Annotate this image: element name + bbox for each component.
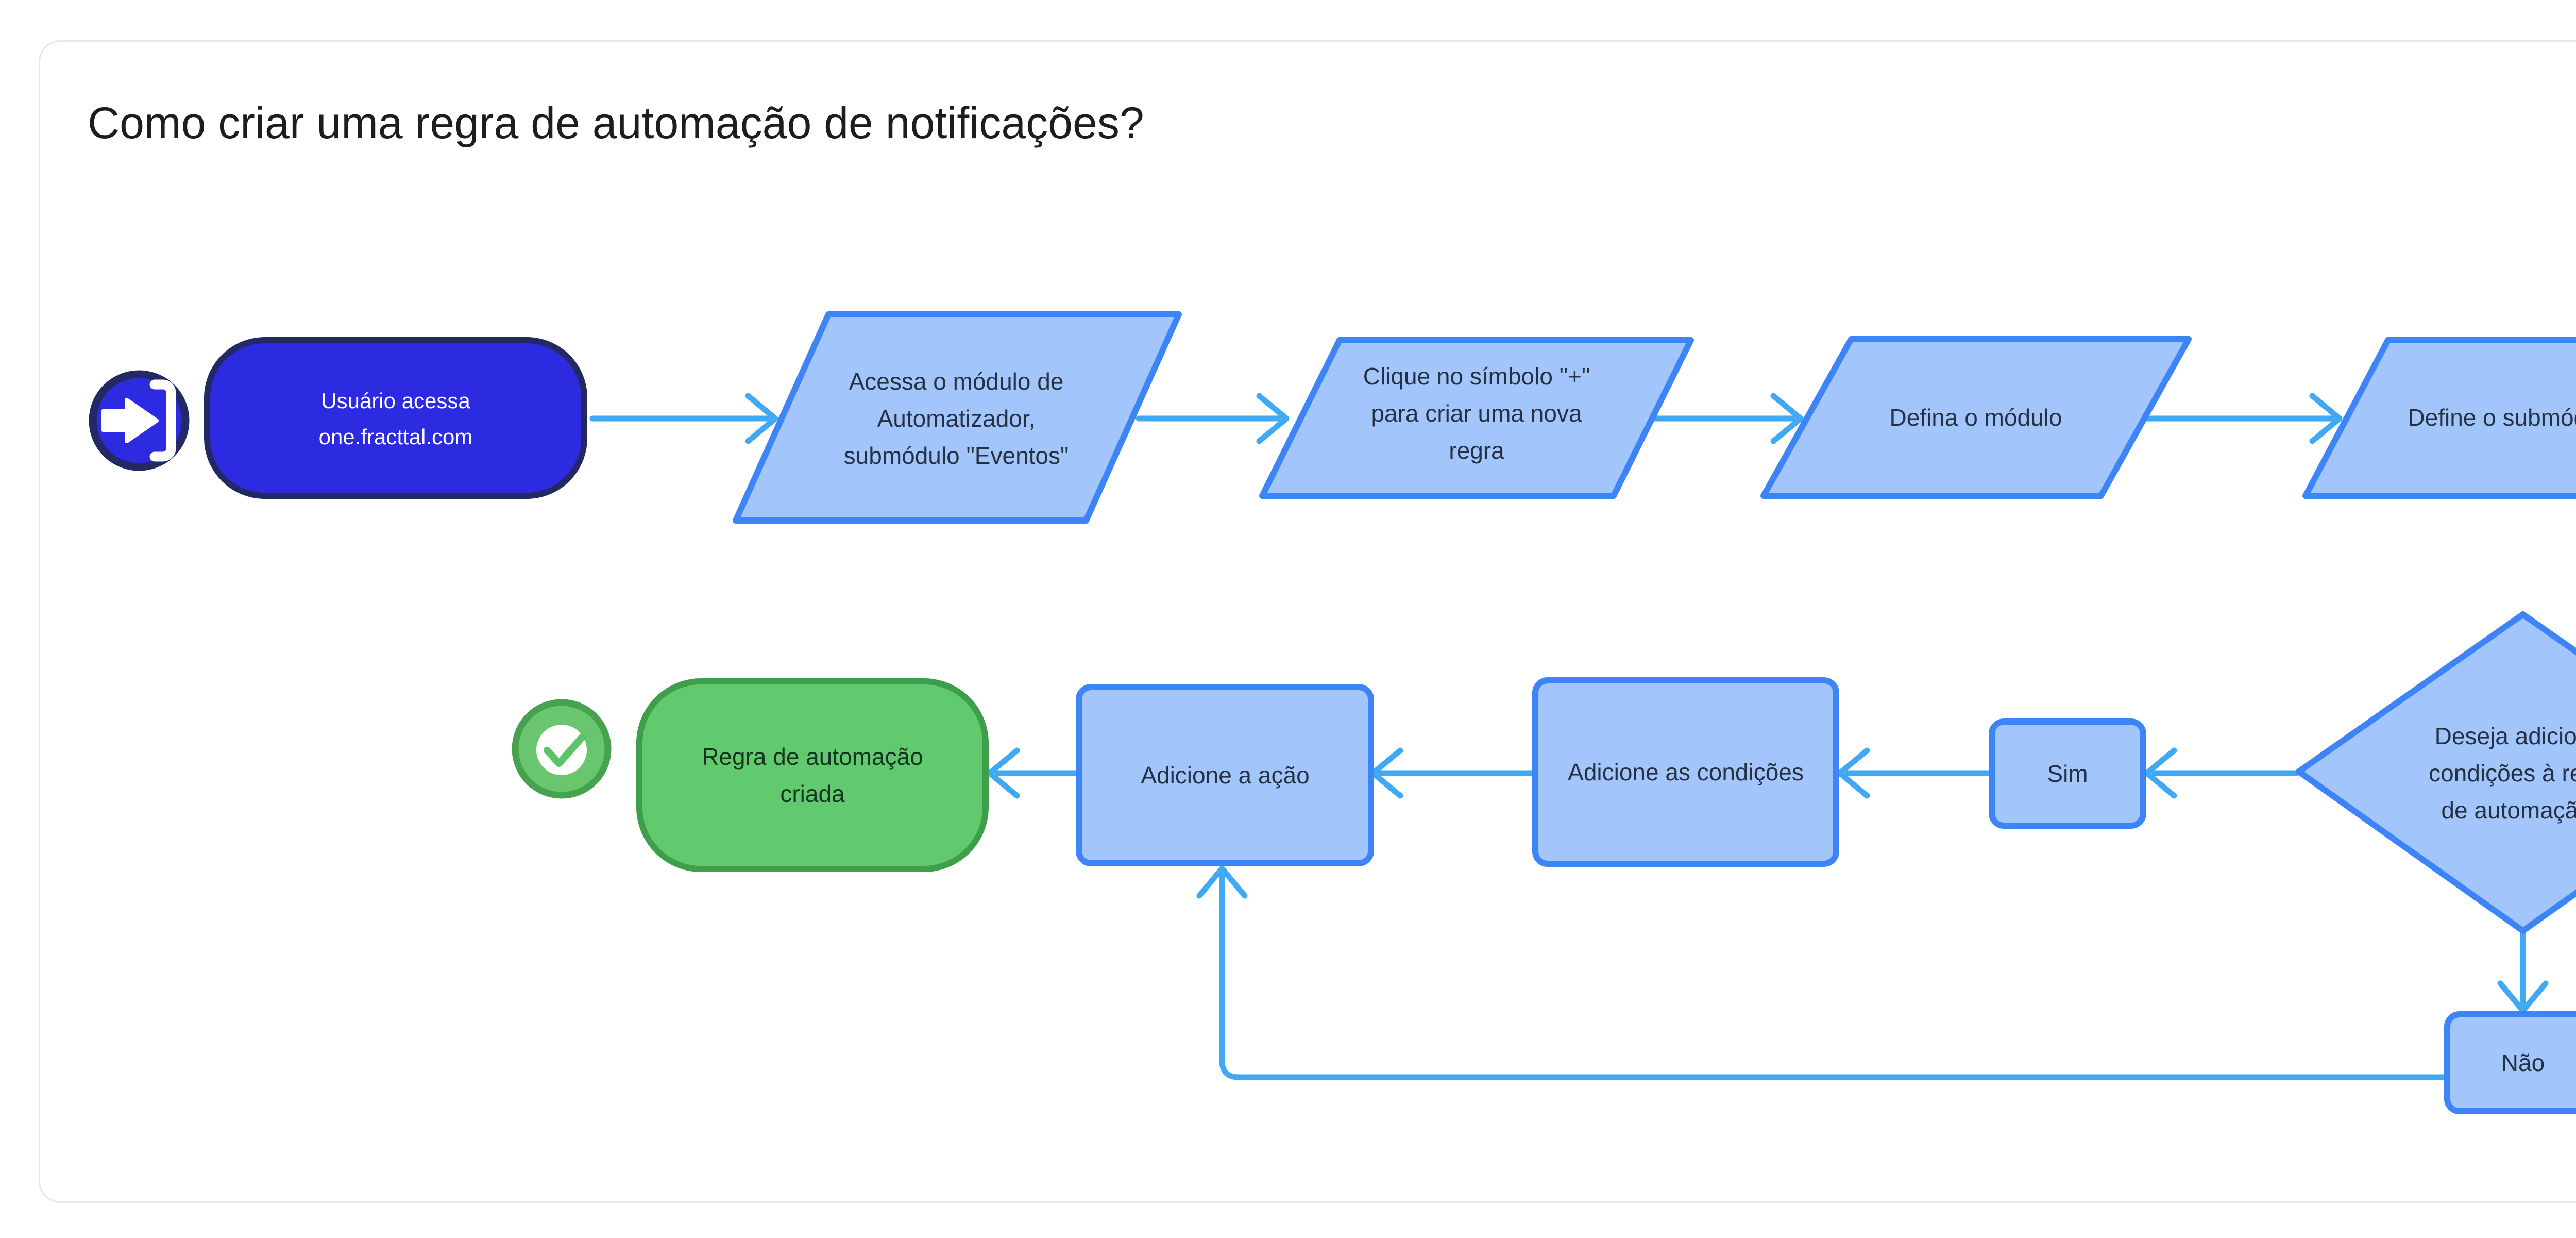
arrowhead-left-icon xyxy=(2144,747,2177,799)
arrowhead-left-icon xyxy=(1837,747,1870,799)
node-end xyxy=(636,678,989,872)
node-end-label: Regra de automação criada xyxy=(702,743,923,807)
node-sim xyxy=(1989,718,2146,829)
connector-lines xyxy=(589,393,2549,1080)
node-p4-label: Define o submódulo xyxy=(2408,404,2576,431)
end-badge xyxy=(512,699,612,799)
node-p3-label: Defina o módulo xyxy=(1889,404,2062,431)
node-decision-label: Deseja adicionar condições à regra de au… xyxy=(2429,723,2576,824)
node-p1-label: Acessa o módulo de Automatizador, submód… xyxy=(843,368,1069,469)
flowchart-card xyxy=(39,40,2576,1203)
node-start-label: Usuário acessa one.fracttal.com xyxy=(318,389,473,449)
arrowhead-right-icon xyxy=(1256,393,1290,444)
node-p3 xyxy=(1760,336,2192,499)
node-cond-label: Adicione as condições xyxy=(1568,759,1804,785)
node-sim-label: Sim xyxy=(2047,760,2088,787)
node-acao-label: Adicione a ação xyxy=(1141,762,1310,789)
node-cond xyxy=(1532,677,1839,867)
login-icon xyxy=(101,379,176,462)
node-p4 xyxy=(2302,337,2576,499)
check-circle-icon xyxy=(536,725,587,775)
node-p2-label: Clique no símbolo "+" para criar uma nov… xyxy=(1363,363,1590,464)
check-mark-icon xyxy=(544,733,586,767)
arrowhead-right-icon xyxy=(1770,393,1804,444)
node-decision xyxy=(2296,611,2576,934)
node-p2 xyxy=(1259,337,1694,499)
start-badge xyxy=(89,370,190,471)
arrowhead-right-icon xyxy=(2309,393,2343,444)
arrowhead-up-icon xyxy=(1196,865,1248,899)
edge-nao-acao xyxy=(1219,873,2448,1080)
arrowhead-left-icon xyxy=(987,747,1020,799)
node-acao xyxy=(1076,684,1374,866)
node-p1 xyxy=(733,311,1182,524)
node-nao-label: Não xyxy=(2501,1049,2545,1076)
node-start xyxy=(204,337,587,499)
arrowhead-right-icon xyxy=(745,393,778,444)
page-title: Como criar uma regra de automação de not… xyxy=(88,98,1144,148)
arrowhead-down-icon xyxy=(2497,980,2549,1014)
node-nao xyxy=(2444,1011,2576,1114)
